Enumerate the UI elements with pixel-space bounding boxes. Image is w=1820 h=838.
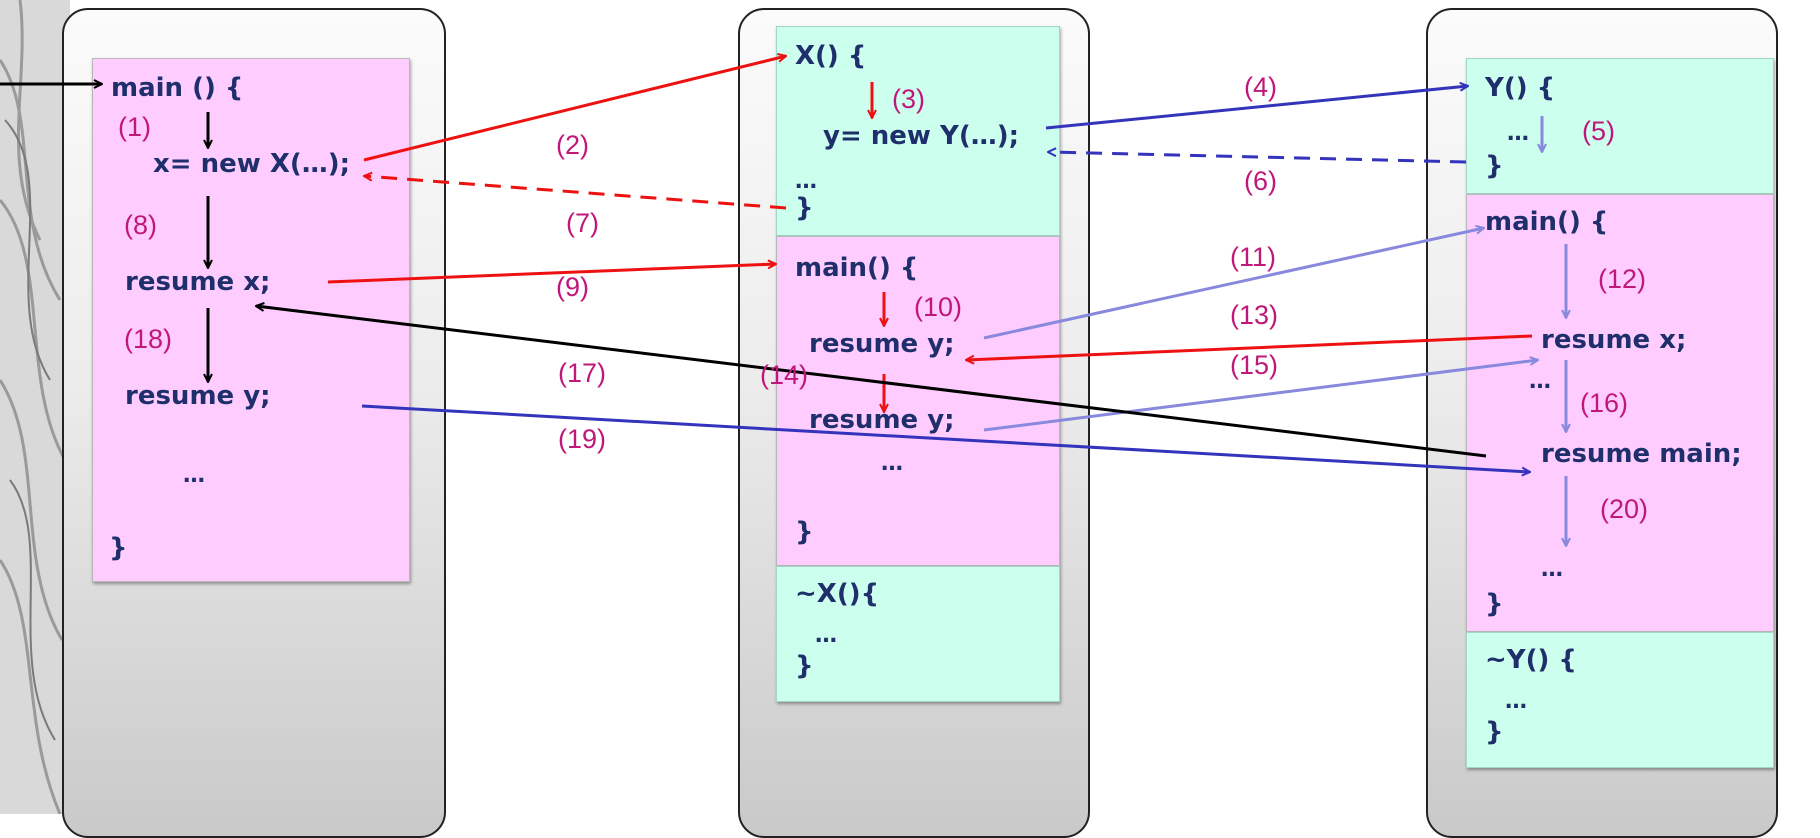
step-label-2: (2) [556,130,589,160]
arrow-step-17 [256,306,1487,458]
step-label-18: (18) [124,324,173,354]
y-dtor-ellipsis: … [1505,689,1527,714]
x-main-header: main() { [795,253,919,283]
x-destructor-block: ~X(){ … } [776,566,1060,702]
y-main-line-resume-main: resume main; [1541,439,1742,469]
arrow-step-15 [983,360,1538,432]
step-label-10: (10) [914,292,963,322]
arrow-step-19 [361,404,1530,472]
caller-main-header: main () { [111,73,244,103]
x-ctor-ellipsis: … [795,169,817,194]
arrow-step-6 [1048,152,1467,164]
step-label-20: (20) [1600,494,1649,524]
caller-main-block: main () { x= new X(…); resume x; resume … [92,58,410,582]
x-constructor-block: X() { y= new Y(…); … } [776,26,1060,236]
y-destructor-block: ~Y() { … } [1466,632,1774,768]
step-label-15: (15) [1230,350,1279,380]
step-label-6: (6) [1244,166,1277,196]
y-dtor-header: ~Y() { [1485,645,1577,675]
arrow-step-7 [364,176,787,210]
y-main-close-brace: } [1485,589,1504,619]
y-dtor-close-brace: } [1485,717,1504,747]
step-label-8: (8) [124,210,157,240]
step-label-4: (4) [1244,72,1277,102]
y-ctor-ellipsis: … [1507,121,1529,146]
arrow-step-13 [966,334,1533,360]
step-label-19: (19) [558,424,607,454]
arrow-step-4 [1045,86,1468,130]
decorative-background-swirl [0,0,70,814]
control-flow-arrows [0,0,1820,814]
y-constructor-block: Y() { … } [1466,58,1774,194]
x-dtor-close-brace: } [795,651,814,681]
step-label-11: (11) [1230,242,1277,272]
x-dtor-header: ~X(){ [795,579,880,609]
x-main-close-brace: } [795,517,814,547]
caller-close-brace: } [109,533,128,563]
step-label-3: (3) [892,84,925,114]
step-label-16: (16) [1580,388,1629,418]
x-ctor-line-new-y: y= new Y(…); [823,121,1019,151]
step-label-12: (12) [1598,264,1647,294]
step-label-14: (14) [760,360,809,390]
step-label-1: (1) [118,112,151,142]
y-ctor-close-brace: } [1485,151,1504,181]
step-label-7: (7) [566,208,599,238]
y-main-line-resume-x: resume x; [1541,325,1687,355]
y-ctor-header: Y() { [1485,73,1556,103]
x-main-line-resume-y-1: resume y; [809,329,955,359]
x-ctor-close-brace: } [795,193,814,223]
y-main-ellipsis-1: … [1529,369,1551,394]
arrow-step-2 [363,56,786,162]
y-main-header: main() { [1485,207,1609,237]
caller-ellipsis: … [183,463,205,488]
y-main-ellipsis-2: … [1541,557,1563,582]
step-label-17: (17) [558,358,607,388]
step-label-9: (9) [556,272,589,302]
x-dtor-ellipsis: … [815,623,837,648]
arrow-step-11 [983,228,1484,340]
step-label-5: (5) [1582,116,1615,146]
y-main-block: main() { resume x; … resume main; … } [1466,194,1774,632]
caller-line-resume-y: resume y; [125,381,271,411]
caller-line-resume-x: resume x; [125,267,271,297]
x-main-ellipsis: … [881,451,903,476]
caller-line-new-x: x= new X(…); [153,149,351,179]
step-label-13: (13) [1230,300,1279,330]
x-ctor-header: X() { [795,41,867,71]
arrow-step-9 [327,264,776,284]
